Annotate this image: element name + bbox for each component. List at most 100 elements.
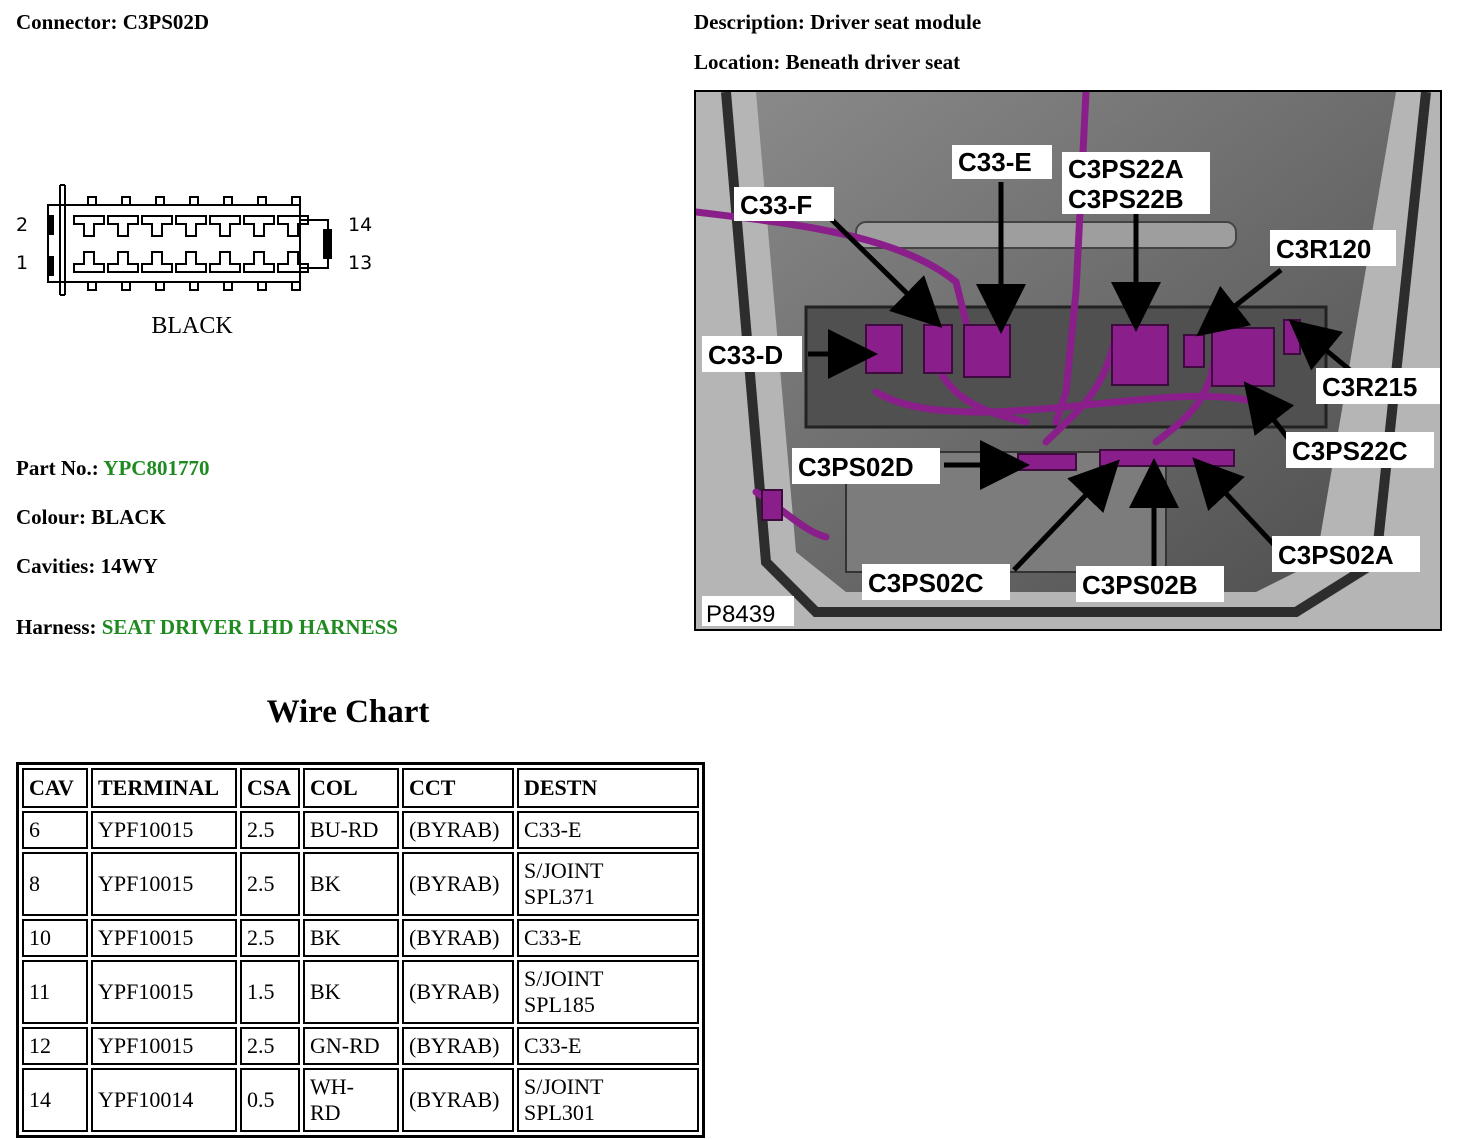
latch-tab-icon <box>87 196 97 206</box>
cell-cav: 6 <box>22 811 88 849</box>
callout-c3r215: C3R215 <box>1322 372 1417 402</box>
pin-label-2: 2 <box>16 214 28 236</box>
cell-col: GN-RD <box>303 1027 399 1065</box>
cell-destn-line: C33-E <box>524 817 582 842</box>
cell-cct: (BYRAB) <box>402 852 514 916</box>
harness-field: Harness: SEAT DRIVER LHD HARNESS <box>16 615 398 640</box>
cell-destn-line: C33-E <box>524 925 582 950</box>
callout-c3ps02b: C3PS02B <box>1082 570 1198 600</box>
location-value: Beneath driver seat <box>785 50 961 74</box>
cavity-icon <box>243 251 275 273</box>
cell-col: WH-RD <box>303 1068 399 1132</box>
location-photo: C33-E C3PS22A C3PS22B C33-F C3R120 C33-D… <box>694 90 1442 631</box>
callout-c3ps02a: C3PS02A <box>1278 540 1394 570</box>
cell-terminal: YPF10015 <box>91 1027 237 1065</box>
cell-cav: 14 <box>22 1068 88 1132</box>
cell-csa: 0.5 <box>240 1068 300 1132</box>
header-csa: CSA <box>240 768 300 808</box>
cell-terminal: YPF10015 <box>91 919 237 957</box>
latch-tab-icon <box>155 196 165 206</box>
callout-c33-f: C33-F <box>740 190 812 220</box>
cell-cct: (BYRAB) <box>402 811 514 849</box>
latch-tab-icon <box>189 281 199 291</box>
callout-c3ps22a: C3PS22A <box>1068 154 1184 184</box>
wire-chart-title: Wire Chart <box>266 694 430 730</box>
cell-cct: (BYRAB) <box>402 1027 514 1065</box>
latch-tab-icon <box>87 281 97 291</box>
cell-csa: 2.5 <box>240 1027 300 1065</box>
connector-value: C3PS02D <box>122 10 210 34</box>
connector-label: Connector: <box>16 10 118 34</box>
cell-col-line: BU-RD <box>310 817 379 842</box>
cell-cav: 10 <box>22 919 88 957</box>
cell-destn-line: SPL371 <box>524 884 595 909</box>
callout-c3ps02d: C3PS02D <box>798 452 914 482</box>
colour-label: Colour: <box>16 505 86 529</box>
latch-tab-icon <box>291 281 301 291</box>
cavity-icon <box>107 251 139 273</box>
cell-terminal: YPF10015 <box>91 811 237 849</box>
description-value: Driver seat module <box>810 10 982 34</box>
cell-csa: 1.5 <box>240 960 300 1024</box>
cell-col: BK <box>303 960 399 1024</box>
cell-col-line: BK <box>310 979 341 1004</box>
cell-destn-line: SPL301 <box>524 1100 595 1125</box>
harness-link[interactable]: SEAT DRIVER LHD HARNESS <box>101 615 398 639</box>
cell-destn: C33-E <box>517 919 699 957</box>
cell-terminal: YPF10015 <box>91 852 237 916</box>
cell-cav: 12 <box>22 1027 88 1065</box>
callout-c33-e: C33-E <box>958 147 1032 177</box>
cell-col-line: BK <box>310 925 341 950</box>
cavity-icon <box>175 215 207 237</box>
cell-cct: (BYRAB) <box>402 919 514 957</box>
callout-c3ps22c: C3PS22C <box>1292 436 1408 466</box>
cavity-icon <box>209 215 241 237</box>
latch-tab-icon <box>223 196 233 206</box>
pin-label-14: 14 <box>348 214 372 236</box>
header-destn: DESTN <box>517 768 699 808</box>
cell-col-line: BK <box>310 871 341 896</box>
part-no-link[interactable]: YPC801770 <box>103 456 210 480</box>
header-cav: CAV <box>22 768 88 808</box>
latch-tab-icon <box>121 196 131 206</box>
description-label: Description: <box>694 10 805 34</box>
description-field: Description: Driver seat module <box>694 10 981 35</box>
cell-destn-line: SPL185 <box>524 992 595 1017</box>
location-label: Location: <box>694 50 781 74</box>
latch-tab-icon <box>257 281 267 291</box>
latch-tab-icon <box>189 196 199 206</box>
colour-value: BLACK <box>91 505 166 529</box>
latch-tab-icon <box>121 281 131 291</box>
cavity-icon <box>141 215 173 237</box>
cell-terminal: YPF10015 <box>91 960 237 1024</box>
pin-label-13: 13 <box>348 252 372 274</box>
callout-c33-d: C33-D <box>708 340 783 370</box>
part-no-field: Part No.: YPC801770 <box>16 456 209 481</box>
header-cct: CCT <box>402 768 514 808</box>
cavity-icon <box>141 251 173 273</box>
header-terminal: TERMINAL <box>91 768 237 808</box>
callout-c3ps22b: C3PS22B <box>1068 184 1184 214</box>
connector-face-diagram: 2 1 14 13 BLACK <box>16 184 372 339</box>
callout-c3r120: C3R120 <box>1276 234 1371 264</box>
cell-csa: 2.5 <box>240 919 300 957</box>
colour-field: Colour: BLACK <box>16 505 166 530</box>
cavities-field: Cavities: 14WY <box>16 554 158 579</box>
cell-col-line: WH- <box>310 1074 354 1099</box>
location-field: Location: Beneath driver seat <box>694 50 960 75</box>
colour-caption: BLACK <box>151 313 233 339</box>
cell-cav: 8 <box>22 852 88 916</box>
callout-c3ps02c: C3PS02C <box>868 568 984 598</box>
cell-destn: C33-E <box>517 1027 699 1065</box>
cell-destn-line: C33-E <box>524 1033 582 1058</box>
cell-cct: (BYRAB) <box>402 960 514 1024</box>
cell-col-line: RD <box>310 1100 341 1125</box>
